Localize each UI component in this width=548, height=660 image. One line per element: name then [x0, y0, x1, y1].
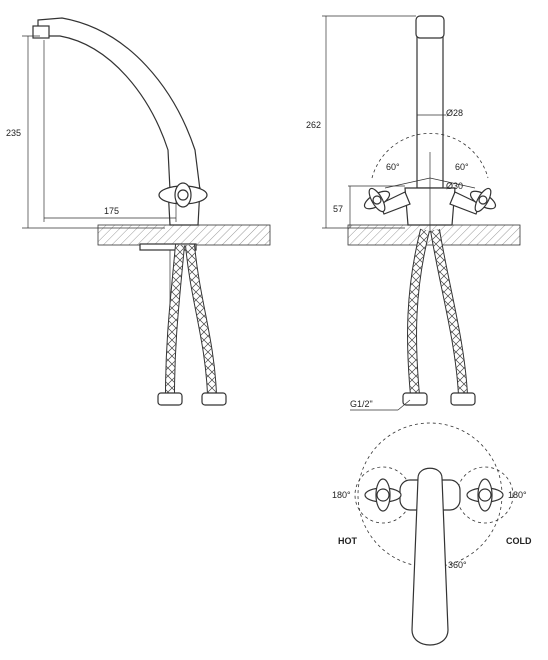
front-handle-arm-right: [449, 191, 481, 215]
side-hose-fittings: [157, 392, 227, 406]
front-hose-fittings: [402, 392, 476, 406]
side-handle: [158, 182, 208, 208]
dim-label-262: 262: [306, 120, 321, 130]
top-view: 180° 180° 360° HOT COLD: [332, 422, 532, 646]
dim-label-thread: G1/2": [350, 399, 373, 409]
dim-label-235: 235: [6, 128, 21, 138]
front-spout-top: [415, 15, 445, 39]
side-spout: [37, 17, 201, 191]
label-cold: COLD: [506, 536, 532, 546]
dim-label-180-right: 180°: [508, 490, 527, 500]
side-view: 235 175: [6, 17, 271, 406]
top-handle-right: [466, 478, 504, 512]
dim-label-360: 360°: [448, 560, 467, 570]
dim-label-180-left: 180°: [332, 490, 351, 500]
front-handle-left: [363, 187, 391, 213]
front-angle-arc: [371, 133, 489, 179]
top-handle-left: [364, 478, 402, 512]
front-view: 262 Ø28 Ø30 60° 60° 57 G1/2": [306, 15, 521, 411]
front-handle-right: [469, 187, 497, 213]
top-spout: [411, 467, 449, 646]
dim-label-d30: Ø30: [446, 181, 463, 191]
top-handle-circle-right: [456, 466, 514, 524]
side-aerator: [32, 25, 50, 39]
dim-label-60-left: 60°: [386, 162, 400, 172]
side-mount-plate: [139, 243, 197, 251]
dim-label-60-right: 60°: [455, 162, 469, 172]
dim-label-57: 57: [333, 204, 343, 214]
front-handle-arm-left: [379, 191, 411, 215]
dim-label-175: 175: [104, 206, 119, 216]
dim-label-d28: Ø28: [446, 108, 463, 118]
label-hot: HOT: [338, 536, 358, 546]
